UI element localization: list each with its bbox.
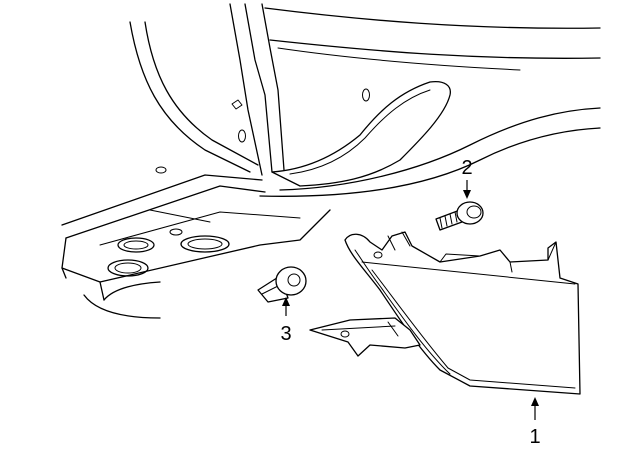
callout-3: 3 — [280, 297, 292, 345]
callout-1: 1 — [529, 397, 541, 448]
callout-3-arrowhead — [282, 297, 290, 306]
callout-1-label: 1 — [529, 426, 540, 448]
callout-3-label: 3 — [280, 323, 291, 345]
callout-2-arrowhead — [463, 190, 471, 199]
callout-1-arrowhead — [531, 397, 539, 406]
callout-2: 2 — [461, 157, 473, 199]
vehicle-body-structure — [61, 3, 601, 319]
bolt-part — [435, 201, 484, 231]
cover-bracket-part — [309, 231, 581, 395]
retainer-clip-part — [257, 266, 307, 303]
callout-2-label: 2 — [461, 157, 472, 179]
